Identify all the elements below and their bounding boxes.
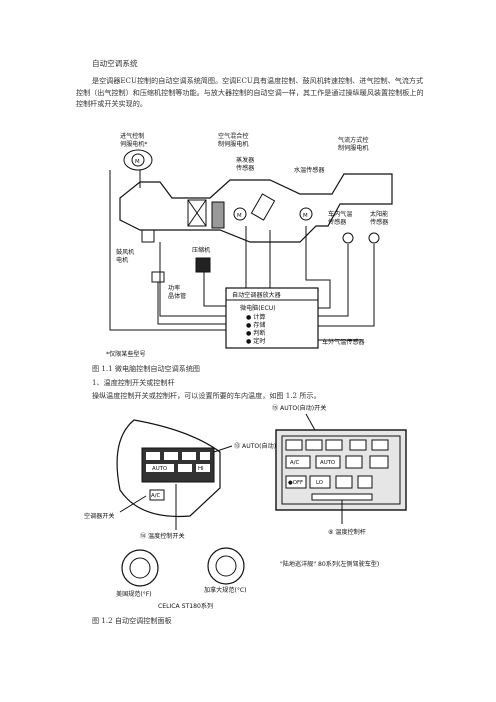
cabin-sensor-icon xyxy=(342,232,354,244)
filter-icon xyxy=(187,199,207,227)
section-heading: 自动空调系统 xyxy=(92,59,138,68)
svg-text:M: M xyxy=(237,213,242,219)
fig2-caption: 图 1.2 自动空调控制面板 xyxy=(92,616,172,625)
blower-label-2: 电机 xyxy=(116,256,128,264)
system-diagram: M M M 进气控制 伺服电机* 空气混合控 制伺服电机 气流方式控 制伺服电机… xyxy=(106,132,393,358)
dash-ac-button: A/C xyxy=(290,460,300,466)
cabin-sensor-label-1: 车内气温 xyxy=(328,210,352,218)
auto-switch-left-label: ⑬ AUTO(自动)开关 xyxy=(234,442,288,450)
intake-motor-icon xyxy=(131,153,145,167)
mode-motor-icon xyxy=(299,207,313,221)
diagram-note: *仅限某些型号 xyxy=(106,350,146,358)
mode-servo-label-2: 制伺服电机 xyxy=(338,144,368,152)
ac-switch-label: 空调器开关 xyxy=(84,512,114,520)
temp-slider xyxy=(311,493,373,501)
blower-motor-icon xyxy=(141,229,155,243)
mode-servo-label-1: 气流方式控 xyxy=(338,136,368,144)
amplifier-label: 自动空调器放大器 xyxy=(232,291,281,299)
mix-servo-label-2: 制伺服电机 xyxy=(218,140,248,148)
model-left-label: CELICA ST180系列 xyxy=(158,602,213,610)
dial-c-label: 加拿大规范(°C) xyxy=(204,586,247,594)
compressor-icon xyxy=(195,257,211,273)
solar-sensor-label-2: 传感器 xyxy=(370,218,388,226)
mix-servo-label-1: 空气混合控 xyxy=(218,132,248,140)
heater-core-icon xyxy=(250,193,276,221)
power-transistor-icon xyxy=(151,271,165,283)
auto-switch-right-label: ⑮ AUTO(自动)开关 xyxy=(272,404,326,412)
dash-auto-button: AUTO xyxy=(320,460,335,466)
dial-f-label: 美国规范(°F) xyxy=(116,590,152,598)
amplifier-box xyxy=(225,287,319,349)
mix-motor-icon xyxy=(233,207,247,221)
model-right-label: "陆地巡洋舰" 80系列(左侧驾驶车型) xyxy=(280,560,379,568)
outside-sensor-label: 车外气温传感器 xyxy=(322,338,365,346)
fig1-caption: 图 1.1 微电脑控制自动空调系统图 xyxy=(92,364,201,373)
ecu-item-store: ● 存储 xyxy=(246,321,265,329)
intake-servo-label-1: 进气控制 xyxy=(120,132,144,140)
control-panel-figure: AUTO HI A/C ⑬ AUTO(自动)开关 空调器开关 ⑭ 温度控制开关 … xyxy=(84,404,407,610)
solar-sensor-icon xyxy=(368,232,380,244)
blower-label-1: 鼓风机 xyxy=(116,248,134,256)
evap-sensor-label-1: 蒸发器 xyxy=(236,156,254,164)
power-transistor-label-2: 晶体管 xyxy=(168,292,186,300)
pod-auto-button: AUTO xyxy=(152,466,167,472)
ecu-item-calc: ● 计算 xyxy=(246,313,265,321)
evaporator-icon xyxy=(211,201,225,229)
intro-paragraph: 是空调器ECU控制的自动空调系统简图。空调ECU具有温度控制、鼓风机转速控制、进… xyxy=(76,76,424,108)
svg-text:M: M xyxy=(303,213,308,219)
power-transistor-label-1: 功率 xyxy=(168,284,180,292)
section-1-title: 1、温度控制开关或控制杆 xyxy=(92,378,175,387)
svg-text:A/C: A/C xyxy=(151,493,161,499)
section-1-body: 操纵温度控制开关或控制杆，可以设置所要的车内温度，如图 1.2 所示。 xyxy=(92,391,321,400)
intake-damper-icon xyxy=(123,149,153,171)
pod-hi-button: HI xyxy=(198,466,204,472)
dash-lo-button: LO xyxy=(316,480,323,486)
cabin-sensor-label-2: 传感器 xyxy=(328,218,346,226)
dial-fahrenheit xyxy=(121,549,159,587)
temp-lever-label: ⑧ 温度控制杆 xyxy=(328,528,366,536)
dial-celsius xyxy=(207,547,245,585)
ecu-item-timer: ● 定时 xyxy=(246,337,265,345)
compressor-label: 压缩机 xyxy=(192,246,210,254)
dash-off-button: ●OFF xyxy=(288,480,303,486)
intake-servo-label-2: 伺服电机* xyxy=(120,140,147,148)
water-sensor-label: 水温传感器 xyxy=(294,166,324,174)
pod-ac-button xyxy=(149,489,165,501)
ecu-title: 微电脑(ECU) xyxy=(240,304,276,312)
svg-text:M: M xyxy=(135,159,140,165)
ecu-item-judge: ● 判断 xyxy=(246,329,265,337)
solar-sensor-label-1: 太阳能 xyxy=(370,210,388,218)
evap-sensor-label-2: 传感器 xyxy=(236,164,254,172)
temp-switch-label: ⑭ 温度控制开关 xyxy=(140,532,185,540)
